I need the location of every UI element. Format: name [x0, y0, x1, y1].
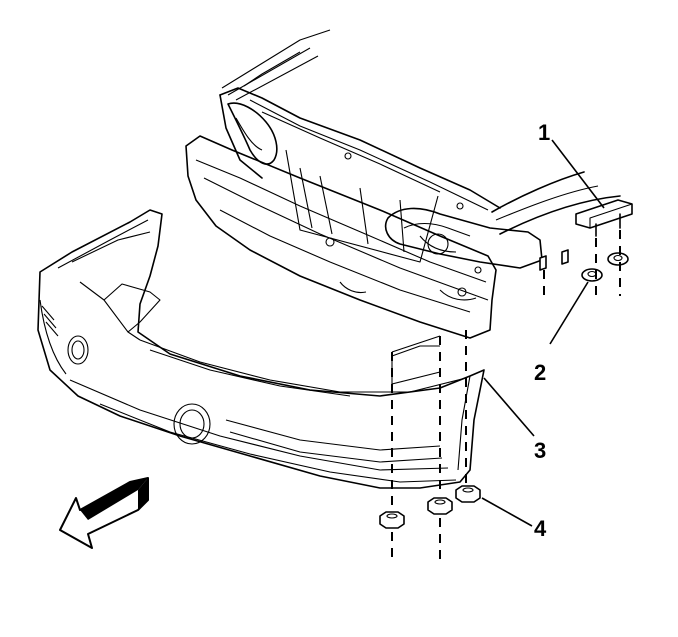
upper-corner-trim [491, 171, 621, 235]
bumper-impact-bar [185, 135, 497, 339]
callout-2-retainers [581, 252, 629, 282]
alignment-guide-lines [391, 230, 621, 562]
callout-3: 3 [534, 438, 546, 463]
callout-4-nuts [379, 485, 481, 529]
vehicle-front-structure [219, 29, 543, 269]
leader-lines [481, 139, 605, 527]
callout-1: 1 [538, 120, 550, 145]
front-direction-arrow-icon [59, 477, 149, 549]
callout-1-part-filler [575, 199, 633, 237]
callout-2: 2 [534, 360, 546, 385]
callout-labels: 1 2 3 4 [534, 120, 550, 541]
callout-4: 4 [534, 516, 547, 541]
mounting-studs [539, 249, 569, 271]
bumper-fascia [37, 209, 485, 489]
